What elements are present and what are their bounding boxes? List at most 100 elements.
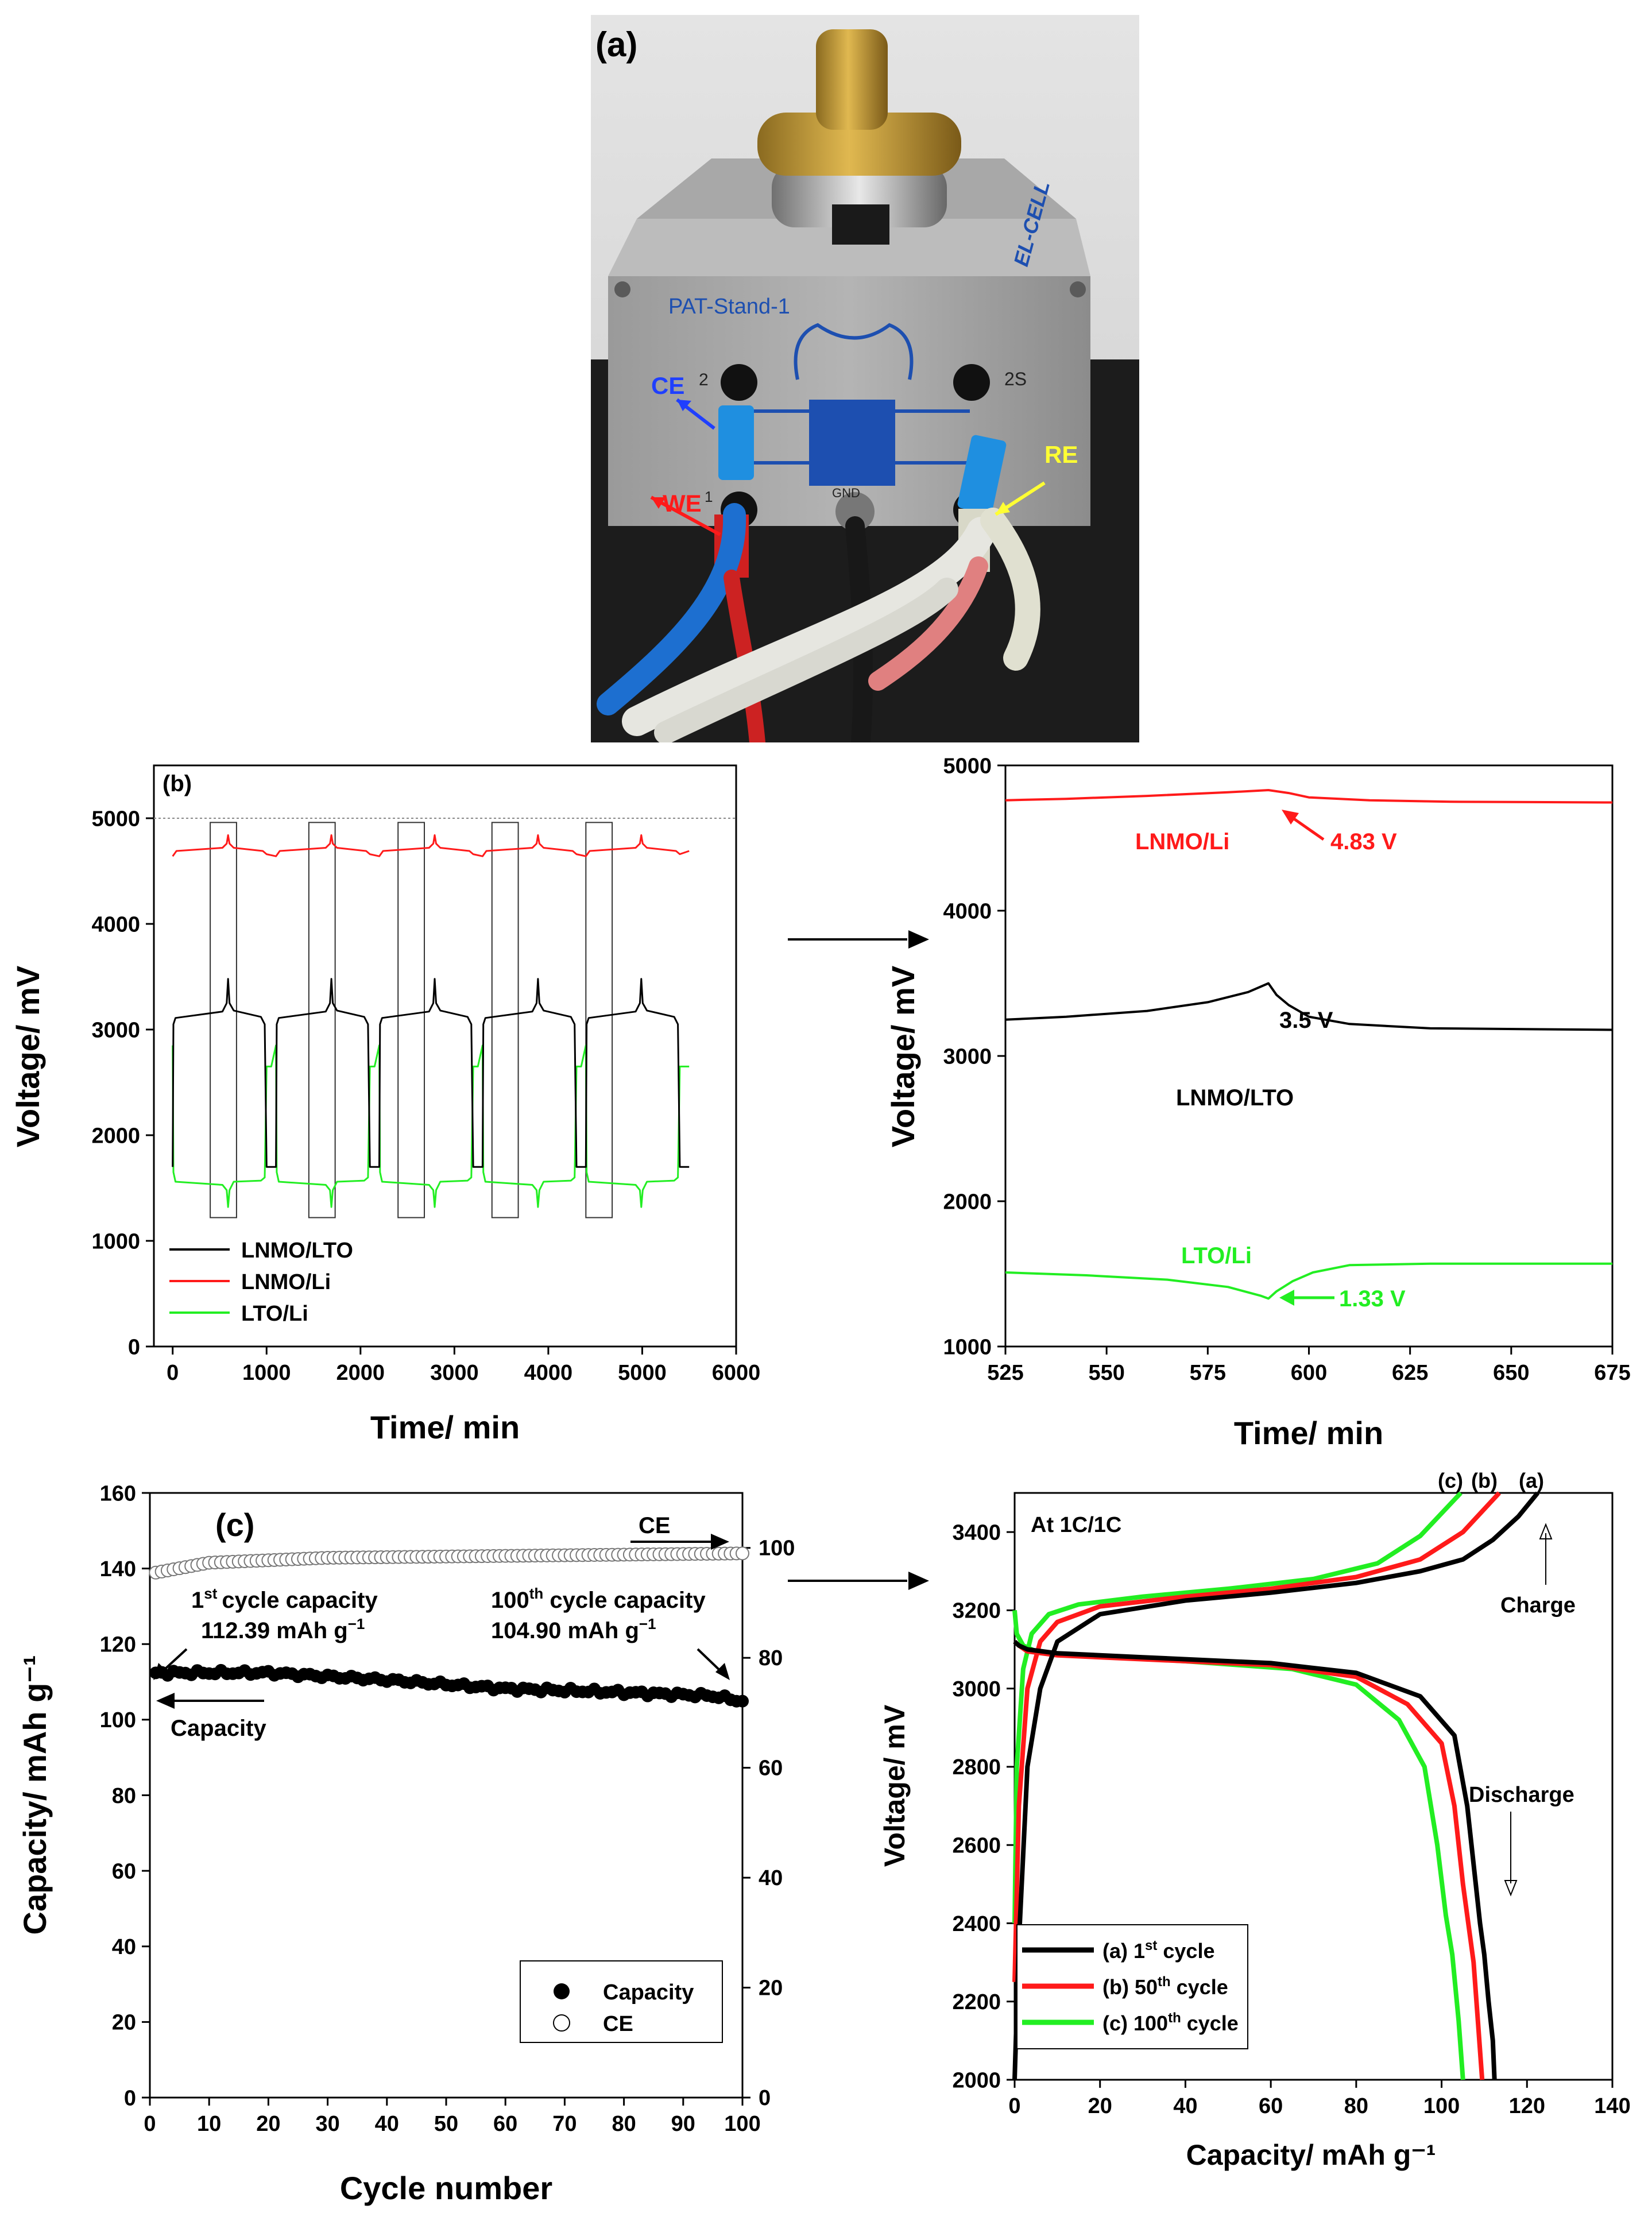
annotation-first-cycle-value: 112.39 mAh g−1 [201,1615,365,1643]
y-tick-label: 160 [100,1481,136,1506]
highlight-window [491,822,519,1218]
y-tick-label: 2000 [943,1190,992,1214]
port-label-2: 2 [699,370,709,389]
legend: Capacity CE [520,1960,723,2043]
x-tick-label: 120 [1509,2094,1545,2118]
x-tick-label: 60 [493,2112,517,2136]
port-label-gnd: GND [832,486,860,500]
y2-tick-label: 40 [759,1866,783,1890]
legend-label-lnmo-li: LNMO/Li [241,1270,331,1294]
x-tick-label: 10 [197,2112,221,2136]
y-tick-label: 80 [112,1784,136,1808]
y-tick-label: 3200 [952,1599,1001,1623]
annotation-3-5v: 3.5 V [1279,1008,1333,1033]
x-tick-label: 0 [1008,2094,1020,2118]
legend-label-lnmo-lto: LNMO/LTO [241,1239,353,1263]
x-tick-label: 6000 [712,1361,761,1385]
x-tick-label: 100 [724,2112,760,2136]
annotation-lnmo-li: LNMO/Li [1135,829,1229,854]
x-axis-label: Time/ min [1234,1415,1383,1451]
top-label-a: (a) [1519,1469,1544,1492]
y-axis-label: Capacity/ mAh g⁻¹ [17,1655,53,1935]
x-tick-label: 100 [1423,2094,1460,2118]
y-tick-label: 2400 [952,1912,1001,1936]
charge-label: Charge [1500,1593,1576,1618]
x-tick-label: 60 [1259,2094,1283,2118]
series-line-lto-li [1005,1262,1612,1300]
y-tick-label: 5000 [91,807,140,831]
y-tick-label: 2200 [952,1990,1001,2014]
x-tick-label: 4000 [524,1361,573,1385]
x-tick-label: 50 [434,2112,458,2136]
plot-frame [1004,764,1614,1348]
highlight-window [585,822,613,1218]
capacity-point [736,1694,749,1708]
highlight-window [210,822,237,1218]
callout-re: RE [1044,441,1078,468]
legend-label-ce: CE [603,2012,633,2036]
x-tick-label: 20 [256,2112,280,2136]
x-tick-label: 40 [375,2112,399,2136]
y-axis-label: Voltage/ mV [885,966,921,1147]
y2-tick-label: 60 [759,1756,783,1781]
x-tick-label: 525 [987,1361,1023,1385]
series-line-lnmo-li [172,834,690,857]
series-line-lnmo-lto [172,978,690,1168]
ce-point [736,1546,749,1561]
y2-tick-label: 0 [759,2086,771,2110]
y-tick-label: 4000 [943,899,992,923]
legend-label-100th: (c) 100th cycle [1102,2010,1239,2035]
annotation-capacity: Capacity [171,1716,266,1741]
y-tick-label: 3000 [91,1018,140,1042]
port-label-1: 1 [705,488,713,505]
callout-ce: CE [651,372,684,399]
charge-curve-1st [1012,1491,1539,2080]
y2-tick-label: 100 [759,1537,795,1561]
x-axis-label: Cycle number [340,2170,552,2206]
y-axis-label: Voltage/ mV [879,1704,911,1867]
charge-curve-100th [1012,1491,1463,1924]
annotation-4-83v: 4.83 V [1330,829,1397,854]
y-tick-label: 2800 [952,1755,1001,1779]
highlight-window [397,822,425,1218]
y-tick-label: 3000 [943,1044,992,1069]
legend-label-1st: (a) 1st cycle [1102,1938,1214,1963]
y-tick-label: 3000 [952,1677,1001,1701]
y-tick-label: 0 [124,2086,136,2110]
x-tick-label: 3000 [430,1361,479,1385]
annotation-ce: CE [639,1513,671,1538]
x-tick-label: 5000 [618,1361,667,1385]
x-tick-label: 20 [1088,2094,1112,2118]
callout-we: WE [663,490,702,517]
annotation-hundredth-cycle-value: 104.90 mAh g−1 [491,1615,656,1643]
y-tick-label: 3400 [952,1520,1001,1545]
y2-tick-label: 20 [759,1976,783,2001]
legend-marker-capacity [554,1983,570,1999]
legend-label-50th: (b) 50th cycle [1102,1974,1228,1999]
y2-tick-label: 80 [759,1646,783,1670]
y-tick-label: 120 [100,1633,136,1657]
charge-curve-50th [1012,1491,1501,1982]
y-tick-label: 2000 [91,1124,140,1148]
x-tick-label: 650 [1493,1361,1529,1385]
series-line-lnmo-li [1005,789,1613,804]
port-label-2s: 2S [1004,369,1027,389]
annotation-hundredth-cycle: 100th cycle capacity [491,1585,706,1613]
x-tick-label: 0 [144,2112,156,2136]
x-tick-label: 80 [1344,2094,1368,2118]
discharge-curve-1st [1013,1639,1497,2080]
annotation-1-33v: 1.33 V [1339,1286,1406,1311]
condition-label: At 1C/1C [1031,1513,1121,1537]
y-tick-label: 1000 [91,1229,140,1253]
y-tick-label: 100 [100,1708,136,1732]
discharge-label: Discharge [1469,1783,1574,1807]
top-label-b: (b) [1471,1469,1498,1492]
y-tick-label: 1000 [943,1335,992,1359]
x-tick-label: 140 [1594,2094,1630,2118]
x-tick-label: 30 [315,2112,339,2136]
legend-marker-ce [553,2014,570,2032]
